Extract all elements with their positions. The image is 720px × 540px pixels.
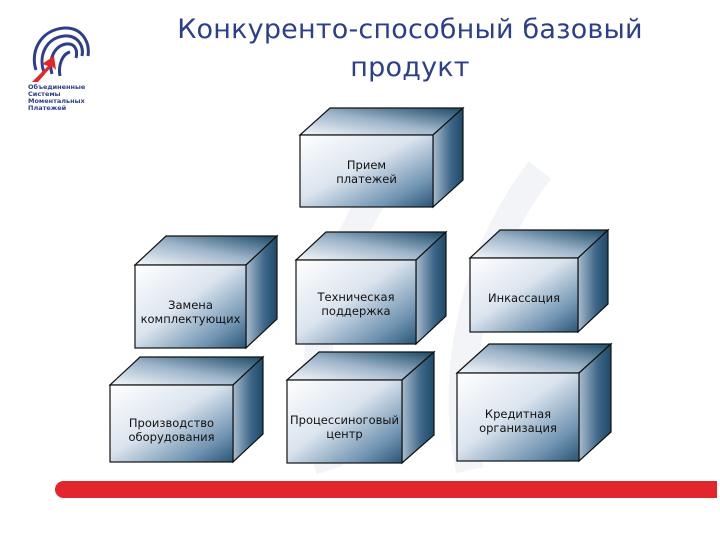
box-payments (298, 106, 465, 209)
logo-text: Объединенные Системы Моментальных Платеж… (28, 84, 98, 112)
box-collection (468, 228, 610, 334)
logo-line: Объединенные (28, 83, 86, 91)
logo-line: Моментальных (28, 97, 85, 105)
logo-line: Платежей (28, 104, 67, 112)
company-logo-icon (32, 26, 90, 82)
logo-line: Системы (28, 90, 61, 98)
bottom-accent-bar (55, 481, 717, 498)
box-components (133, 234, 279, 350)
box-production (108, 355, 265, 464)
box-credit (455, 342, 613, 463)
box-support (294, 230, 448, 346)
slide-title-line-1: Конкуренто-способный базовый (177, 14, 643, 45)
slide-title-line-2: продукт (350, 52, 470, 83)
box-processing (285, 350, 436, 465)
